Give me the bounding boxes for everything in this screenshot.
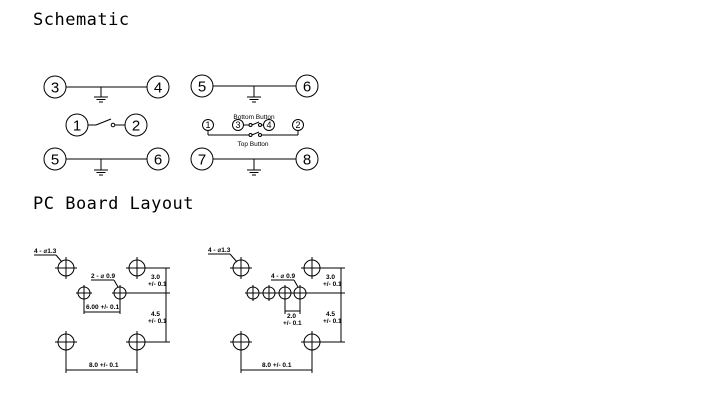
dimension-label: 4.5 <box>151 311 160 318</box>
pin-hole <box>277 285 293 301</box>
dimension-label: 2.0 <box>287 313 296 320</box>
pin-hole-label: 4 - ⌀ 0.9 <box>271 273 296 280</box>
pin-label: 6 <box>154 152 162 169</box>
pcb-heading: PC Board Layout <box>33 194 195 214</box>
leader-line <box>113 279 119 288</box>
leader-line <box>229 253 238 263</box>
top-button-label: Top Button <box>237 141 268 148</box>
dimension-label: 6.00 +/- 0.1 <box>86 304 119 311</box>
pin-circle <box>146 75 170 99</box>
pin-label: 3 <box>51 80 59 97</box>
pin-label: 1 <box>73 118 81 135</box>
dimension-tolerance: +/- 0.1 <box>283 320 302 327</box>
dimension-label: 4.5 <box>326 311 335 318</box>
pin-label: 2 <box>132 118 140 135</box>
leader-line <box>55 254 63 263</box>
mounting-hole <box>126 257 148 279</box>
switch-lever <box>251 121 260 126</box>
dimension-tolerance: +/- 0.1 <box>323 281 342 288</box>
mounting-hole <box>126 331 148 353</box>
pin-circle <box>146 147 170 171</box>
pin-label: 3 <box>235 120 240 130</box>
pin-hole <box>76 285 92 301</box>
ground-icon <box>247 169 261 176</box>
ground-icon <box>247 96 261 103</box>
pin-label: 1 <box>205 120 210 130</box>
pin-hole <box>261 285 277 301</box>
switch-contact <box>110 122 116 128</box>
pin-hole <box>112 285 128 301</box>
dimension-label: 8.0 +/- 0.1 <box>89 362 119 369</box>
pin-label: 7 <box>198 152 206 169</box>
dimension-tolerance: +/- 0.1 <box>148 318 167 325</box>
switch-lever <box>95 118 112 126</box>
mounting-hole <box>301 331 323 353</box>
pin-circle <box>190 74 214 98</box>
schematic-left: 3 4 1 2 5 6 <box>43 75 170 176</box>
pin-circle <box>295 74 319 98</box>
pin-circle <box>190 147 214 171</box>
pin-hole <box>245 285 261 301</box>
ground-icon <box>94 96 108 103</box>
pin-label: 4 <box>266 120 271 130</box>
pin-circle <box>295 147 319 171</box>
dimension-tolerance: +/- 0.1 <box>323 318 342 325</box>
pin-label: 8 <box>303 152 311 169</box>
hole-label: 4 - ⌀1.3 <box>34 248 57 255</box>
switch-lever <box>251 131 260 136</box>
pin-circle <box>43 147 67 171</box>
ground-icon <box>94 169 108 176</box>
switch-contact <box>248 133 253 137</box>
dimension-label: 8.0 +/- 0.1 <box>262 362 292 369</box>
pcb-right: 4 - ⌀1.3 4 - ⌀ 0.9 2.0 +/- 0.1 3.0 +/- 0… <box>208 247 345 373</box>
bottom-button-label: Bottom Button <box>233 114 275 121</box>
switch-contact <box>258 133 262 137</box>
pin-label: 5 <box>198 79 206 96</box>
leader-line <box>293 279 299 288</box>
pin-circle <box>43 75 67 99</box>
pcb-left: 4 - ⌀1.3 2 - ⌀ 0.9 6.00 +/- 0.1 3.0 +/- … <box>34 248 170 373</box>
pin-label: 5 <box>51 152 59 169</box>
hole-label: 4 - ⌀1.3 <box>208 247 231 254</box>
pin-hole-label: 2 - ⌀ 0.9 <box>91 273 116 280</box>
schematic-heading: Schematic <box>33 10 130 30</box>
pin-hole <box>292 285 308 301</box>
switch-contact <box>258 123 262 127</box>
mounting-hole <box>230 331 252 353</box>
mounting-hole <box>55 257 77 279</box>
pin-label: 6 <box>303 79 311 96</box>
dimension-label: 3.0 <box>151 274 160 281</box>
mounting-hole <box>230 257 252 279</box>
dimension-tolerance: +/- 0.1 <box>148 281 167 288</box>
schematic-right: 5 6 Bottom Button 1 3 4 2 Top Button <box>190 74 319 176</box>
pin-label: 4 <box>154 80 162 97</box>
mounting-hole <box>301 257 323 279</box>
pin-label: 2 <box>295 120 300 130</box>
mounting-hole <box>55 331 77 353</box>
dimension-label: 3.0 <box>326 274 335 281</box>
switch-contact <box>248 123 253 127</box>
